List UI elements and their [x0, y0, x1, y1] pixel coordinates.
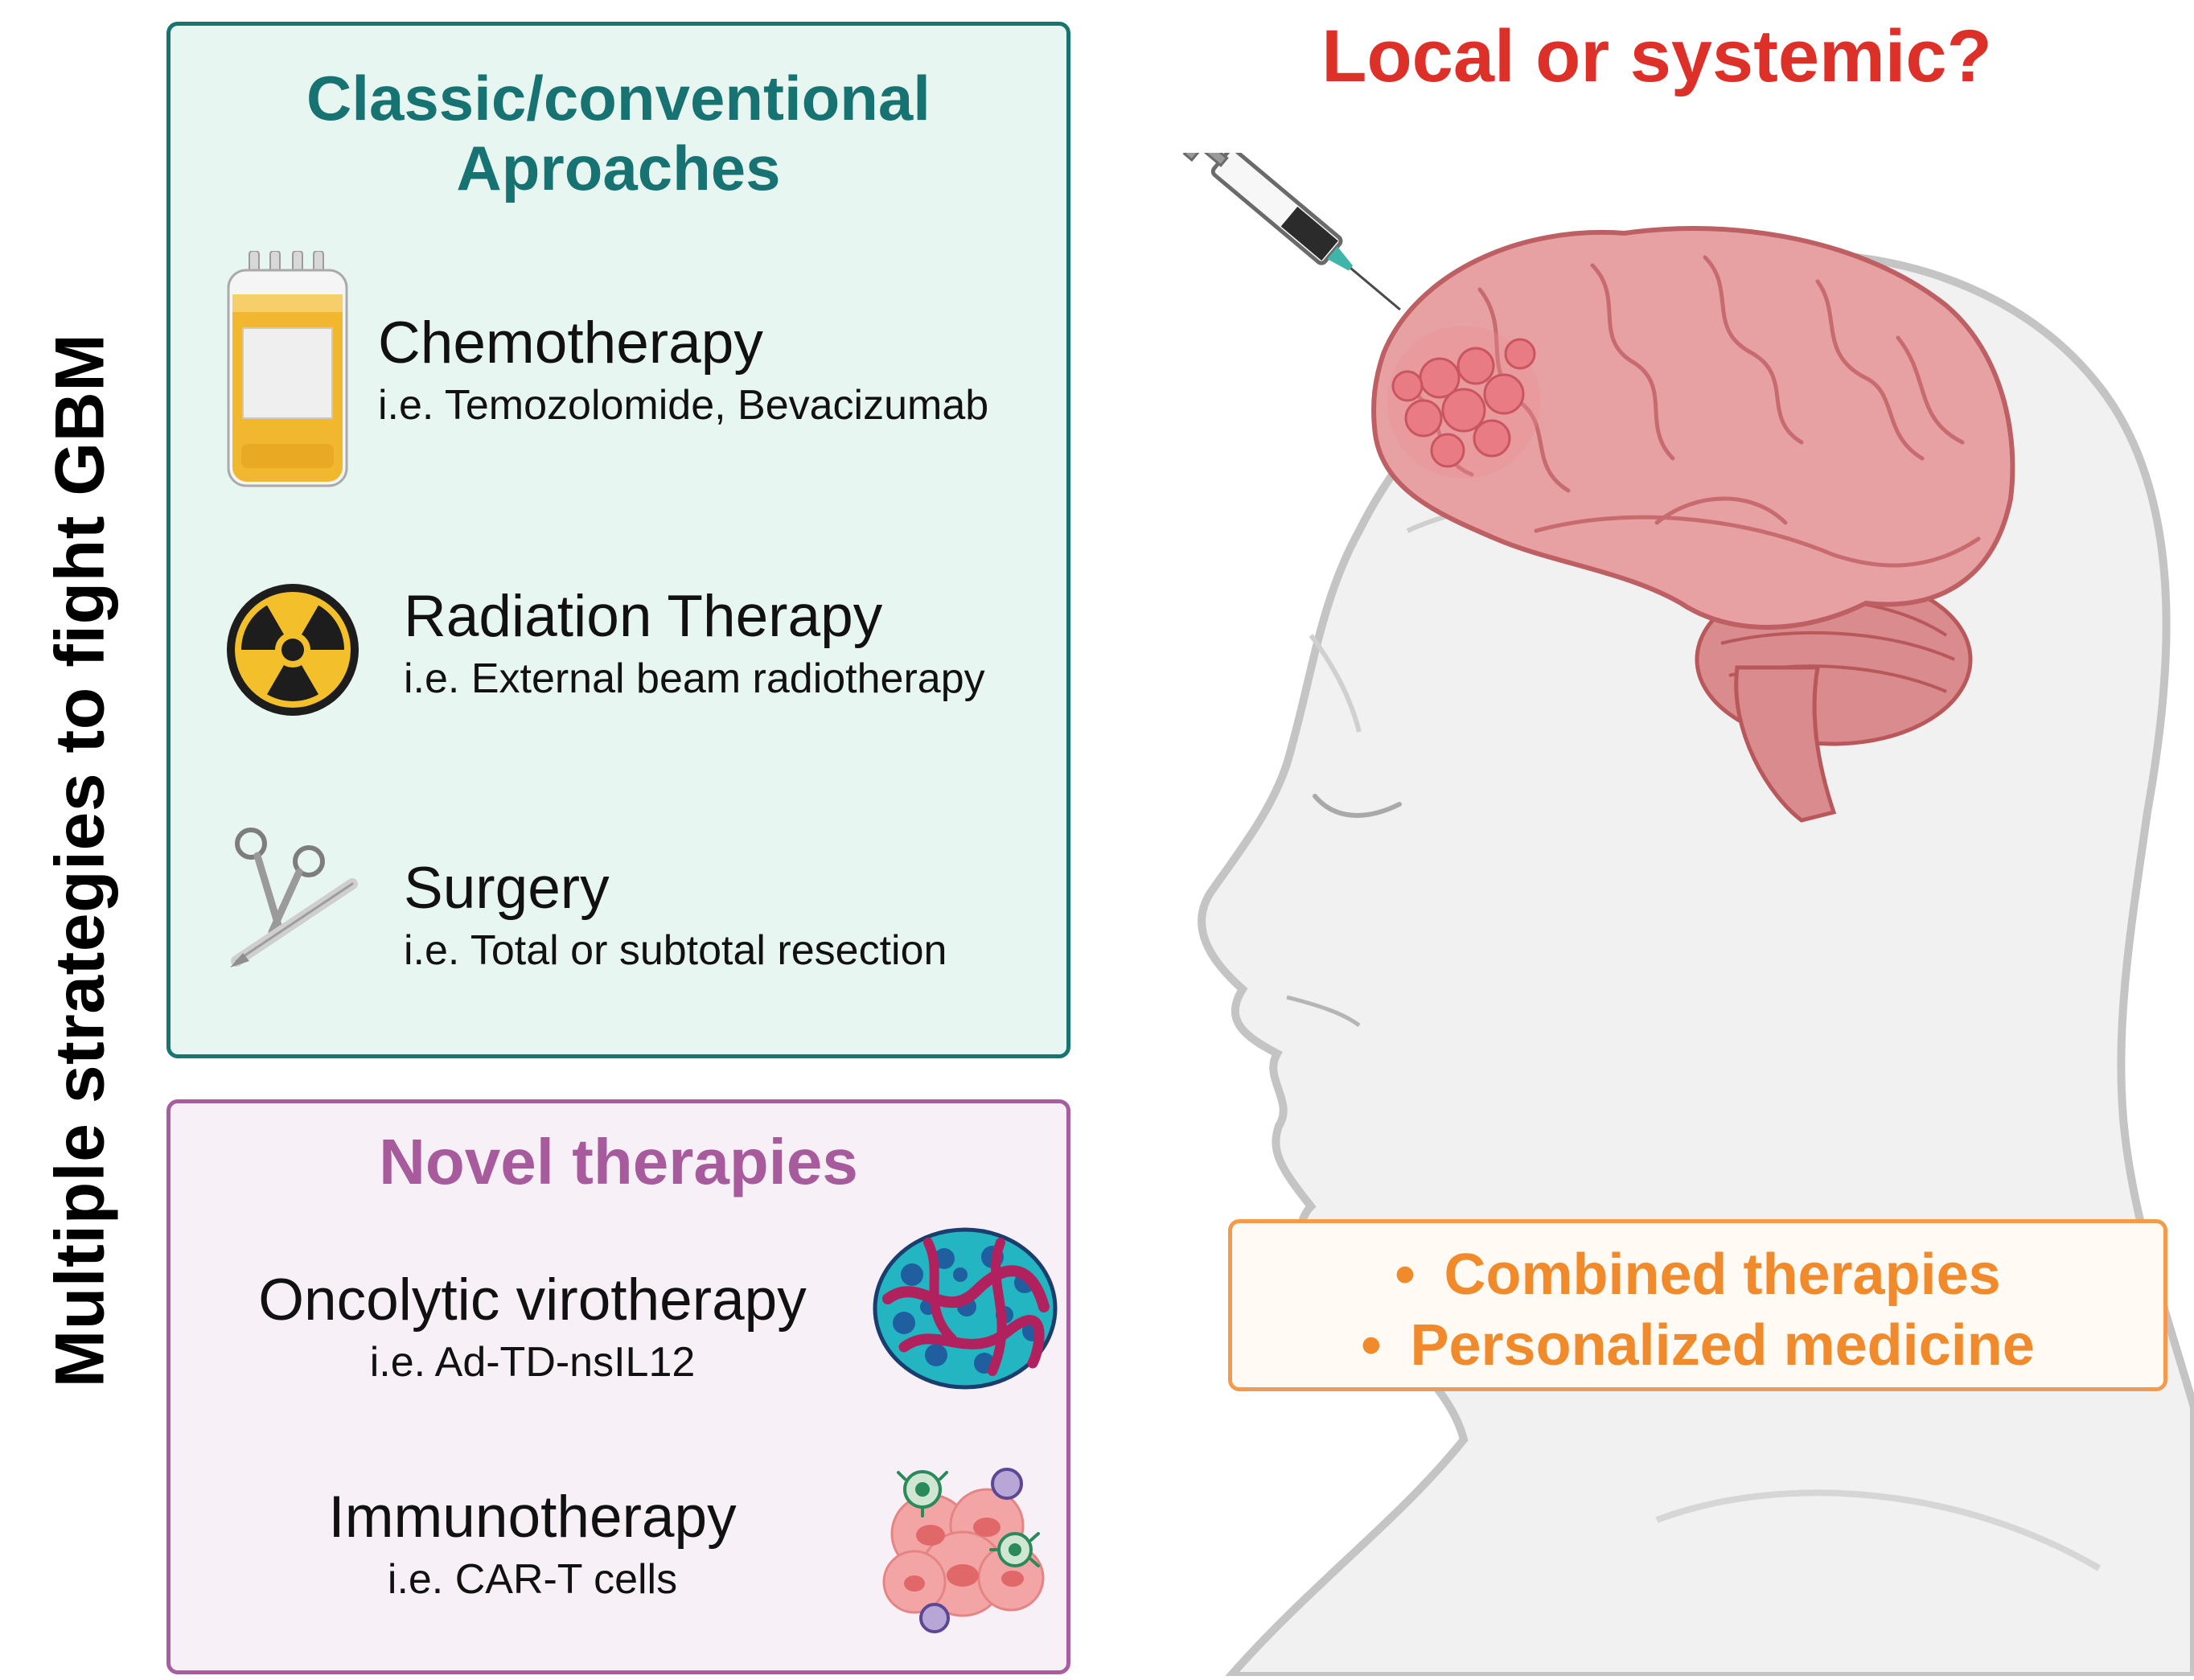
immunotherapy-title: Immunotherapy — [328, 1485, 737, 1550]
outcomes-box: •Combined therapies •Personalized medici… — [1228, 1219, 2167, 1391]
classic-approaches-panel: Classic/conventional Aproaches Chemother… — [166, 22, 1070, 1058]
side-title: Multiple strategies to fight GBM — [41, 333, 119, 1388]
oncolytic-virotherapy-item: Oncolytic virotherapy i.e. Ad-TD-nsIL12 — [219, 1267, 846, 1388]
immunotherapy-item: Immunotherapy i.e. CAR-T cells — [219, 1485, 846, 1605]
outcome-bullet: • — [1395, 1243, 1415, 1307]
outcome-personalized-medicine: Personalized medicine — [1410, 1313, 2035, 1378]
radiation-therapy-title: Radiation Therapy — [404, 584, 883, 649]
chemotherapy-item: Chemotherapy i.e. Temozolomide, Bevacizu… — [378, 310, 989, 431]
radiation-therapy-subtitle: i.e. External beam radiotherapy — [404, 655, 985, 703]
classic-heading-line1: Classic/conventional — [306, 63, 931, 133]
oncolytic-virotherapy-subtitle: i.e. Ad-TD-nsIL12 — [369, 1339, 696, 1386]
surgery-subtitle: i.e. Total or subtotal resection — [404, 927, 947, 975]
iv-bag-icon — [225, 250, 350, 488]
chemotherapy-subtitle: i.e. Temozolomide, Bevacizumab — [378, 382, 989, 429]
local-or-systemic-heading: Local or systemic? — [1321, 15, 1992, 97]
virus-particle-icon — [872, 1226, 1058, 1390]
surgical-instruments-icon — [225, 826, 362, 971]
chemotherapy-title: Chemotherapy — [378, 310, 763, 376]
outcomes-list: •Combined therapies •Personalized medici… — [1232, 1239, 2163, 1381]
novel-therapies-panel: Novel therapies Oncolytic virotherapy i.… — [166, 1099, 1070, 1674]
classic-heading-line2: Aproaches — [456, 133, 781, 204]
radiation-icon — [225, 582, 360, 717]
immune-cells-icon — [874, 1461, 1059, 1638]
outcome-combined-therapies: Combined therapies — [1444, 1243, 2001, 1307]
outcome-bullet: • — [1361, 1313, 1382, 1378]
immunotherapy-subtitle: i.e. CAR-T cells — [387, 1556, 678, 1604]
head-brain-illustration — [1174, 122, 2194, 1680]
classic-panel-heading: Classic/conventional Aproaches — [171, 63, 1066, 204]
syringe-icon — [1182, 122, 1401, 311]
outcome-item: • Combined therapies — [1232, 1239, 2163, 1310]
outcome-item: • Personalized medicine — [1232, 1310, 2163, 1381]
radiation-therapy-item: Radiation Therapy i.e. External beam rad… — [404, 584, 985, 704]
tumor-cells — [1387, 326, 1540, 479]
oncolytic-virotherapy-title: Oncolytic virotherapy — [258, 1267, 807, 1333]
novel-panel-heading: Novel therapies — [379, 1126, 858, 1197]
surgery-title: Surgery — [404, 856, 610, 921]
surgery-item: Surgery i.e. Total or subtotal resection — [404, 856, 947, 976]
